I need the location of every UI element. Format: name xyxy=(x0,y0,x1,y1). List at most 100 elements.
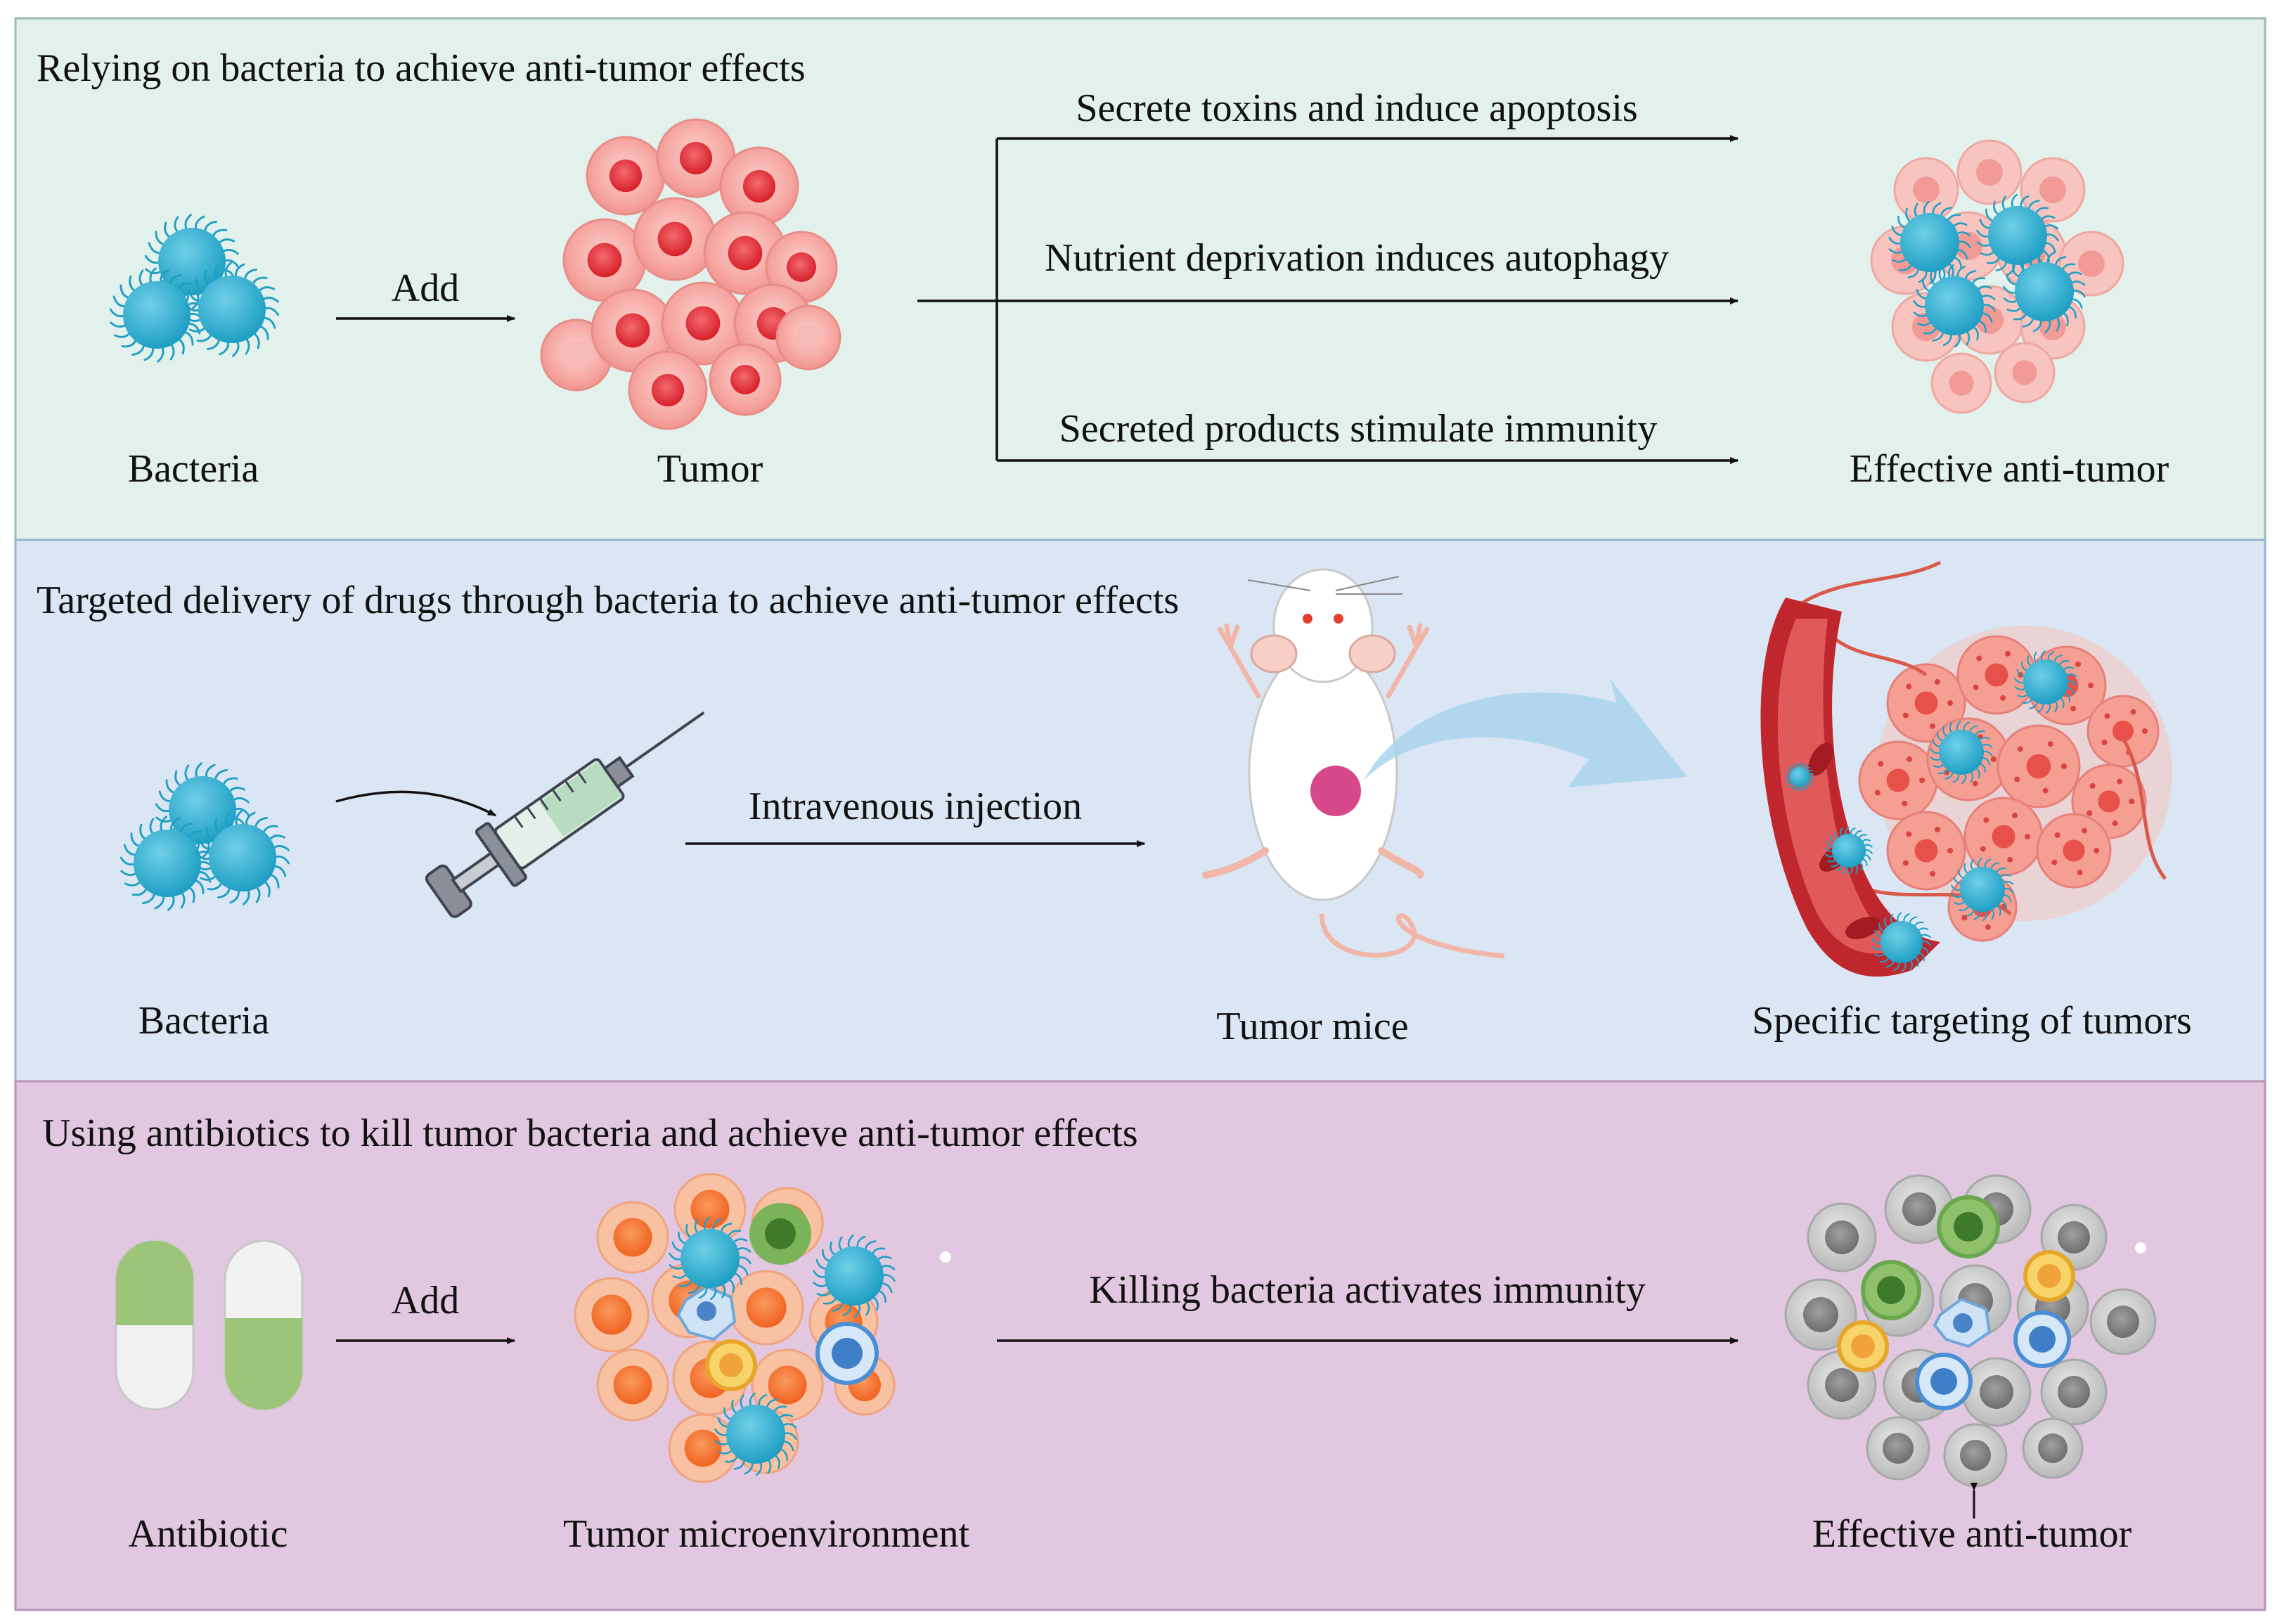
cell-icon xyxy=(1956,635,2037,715)
bacterium-icon xyxy=(1930,720,1993,785)
cell-icon xyxy=(2022,1417,2084,1479)
tme-label: Tumor microenvironment xyxy=(563,1512,970,1556)
cell-icon xyxy=(1884,1174,1954,1244)
yellow-immune-cell-icon xyxy=(705,1339,757,1391)
cell-icon xyxy=(673,1173,747,1246)
cell-icon xyxy=(1866,1416,1930,1481)
cell-icon xyxy=(1858,740,1938,820)
bacterium-icon xyxy=(1913,264,1996,348)
result-label-1: Effective anti-tumor xyxy=(1850,447,2169,491)
cell-icon xyxy=(596,1348,669,1422)
tumor-site-icon xyxy=(1310,766,1361,816)
cell-icon xyxy=(1784,1278,1857,1351)
cell-icon xyxy=(2086,695,2160,768)
result-label-2: Specific targeting of tumors xyxy=(1752,999,2192,1043)
cell-icon xyxy=(586,136,666,216)
bacteria-cluster-icon xyxy=(109,214,280,363)
cell-icon xyxy=(668,1413,738,1483)
panel-2-title: Targeted delivery of drugs through bacte… xyxy=(37,579,1179,622)
panel-2: Targeted delivery of drugs through bacte… xyxy=(14,539,2266,1083)
bacterium-icon xyxy=(2003,250,2086,334)
cell-icon xyxy=(1994,342,2056,404)
bacteria-label: Bacteria xyxy=(128,447,259,491)
tumor-vessel-icon xyxy=(1760,560,2172,977)
bacterium-icon xyxy=(1785,762,1814,792)
tumor-microenvironment-icon xyxy=(574,1173,896,1483)
dendritic-cell-icon xyxy=(676,1284,737,1341)
bacterium-icon xyxy=(195,810,290,906)
panel-3-title: Using antibiotics to kill tumor bacteria… xyxy=(42,1111,1138,1155)
cell-icon xyxy=(2089,1288,2157,1355)
yellow-immune-cell-icon xyxy=(1837,1320,1889,1372)
treated-tumor-icon xyxy=(1870,139,2124,414)
panel-3: Using antibiotics to kill tumor bacteria… xyxy=(14,1080,2266,1611)
cell-icon xyxy=(2058,231,2124,297)
blue-immune-cell-icon xyxy=(815,1322,879,1385)
cell-icon xyxy=(1886,663,1966,743)
kill-label: Killing bacteria activates immunity xyxy=(1089,1268,1646,1312)
add-label: Add xyxy=(392,266,459,310)
bacterium-icon xyxy=(669,1216,752,1301)
cell-icon xyxy=(2040,1358,2108,1426)
pathway-label-3: Secreted products stimulate immunity xyxy=(1059,407,1658,451)
tumor-cluster-icon xyxy=(540,118,841,430)
cell-icon xyxy=(1963,797,2044,877)
cell-icon xyxy=(596,1201,669,1274)
bacteria-label: Bacteria xyxy=(138,999,270,1043)
cell-icon xyxy=(1930,352,1992,414)
dendritic-cell-icon xyxy=(1933,1297,1992,1348)
bacterium-icon xyxy=(184,262,280,357)
pathway-arrows xyxy=(917,135,1739,464)
cell-icon xyxy=(728,1270,804,1346)
yellow-immune-cell-icon xyxy=(2023,1250,2075,1302)
blue-immune-cell-icon xyxy=(1915,1353,1973,1410)
panel-1: Relying on bacteria to achieve anti-tumo… xyxy=(14,17,2266,541)
green-immune-cell-icon xyxy=(1937,1195,2000,1258)
targeting-arrow-icon xyxy=(1364,678,1687,787)
injection-label: Intravenous injection xyxy=(749,785,1082,828)
cell-icon xyxy=(1943,1423,2008,1488)
mice-label: Tumor mice xyxy=(1216,1005,1408,1048)
bacterium-icon xyxy=(1871,912,1932,972)
cell-icon xyxy=(574,1277,650,1353)
bacterium-icon xyxy=(714,1392,797,1476)
green-immune-cell-icon xyxy=(749,1203,811,1265)
cell-icon xyxy=(775,304,841,370)
green-immune-cell-icon xyxy=(1861,1260,1921,1320)
cell-icon xyxy=(628,350,708,430)
cell-icon xyxy=(1961,1357,2032,1427)
bacterium-icon xyxy=(813,1234,896,1318)
cell-icon xyxy=(1893,157,1959,223)
bacteria-cluster-icon xyxy=(120,762,290,911)
cell-icon xyxy=(633,197,717,281)
bacterium-icon xyxy=(1825,826,1873,875)
cell-icon xyxy=(656,118,736,198)
cell-icon xyxy=(719,146,799,226)
syringe-icon xyxy=(425,711,705,918)
cell-icon xyxy=(2036,813,2112,889)
blue-immune-cell-icon xyxy=(2013,1310,2071,1368)
mouse-icon xyxy=(1202,568,1505,959)
antibiotic-pills-icon xyxy=(115,1239,304,1411)
bacterium-icon xyxy=(1976,193,2059,278)
panel-1-title: Relying on bacteria to achieve anti-tumo… xyxy=(37,46,806,90)
cell-icon xyxy=(2020,157,2086,223)
result-label-3: Effective anti-tumor xyxy=(1812,1512,2132,1556)
bacterium-icon xyxy=(1888,200,1971,285)
pathway-label-1: Secrete toxins and induce apoptosis xyxy=(1076,86,1637,130)
cell-icon xyxy=(1997,724,2081,808)
cell-icon xyxy=(709,343,782,416)
cell-icon xyxy=(661,281,745,366)
panel-3-background xyxy=(14,1080,2266,1611)
cell-icon xyxy=(1886,811,1966,891)
antibiotic-label: Antibiotic xyxy=(128,1512,288,1556)
load-arrow xyxy=(335,790,496,817)
cell-icon xyxy=(1807,1202,1877,1272)
cell-icon xyxy=(1956,139,2023,205)
pathway-label-2: Nutrient deprivation induces autophagy xyxy=(1045,236,1669,280)
treated-microenvironment-icon xyxy=(1784,1174,2157,1488)
bacterium-icon xyxy=(1951,857,2014,922)
bacterium-icon xyxy=(2014,650,2077,714)
add-label-3: Add xyxy=(392,1279,459,1322)
